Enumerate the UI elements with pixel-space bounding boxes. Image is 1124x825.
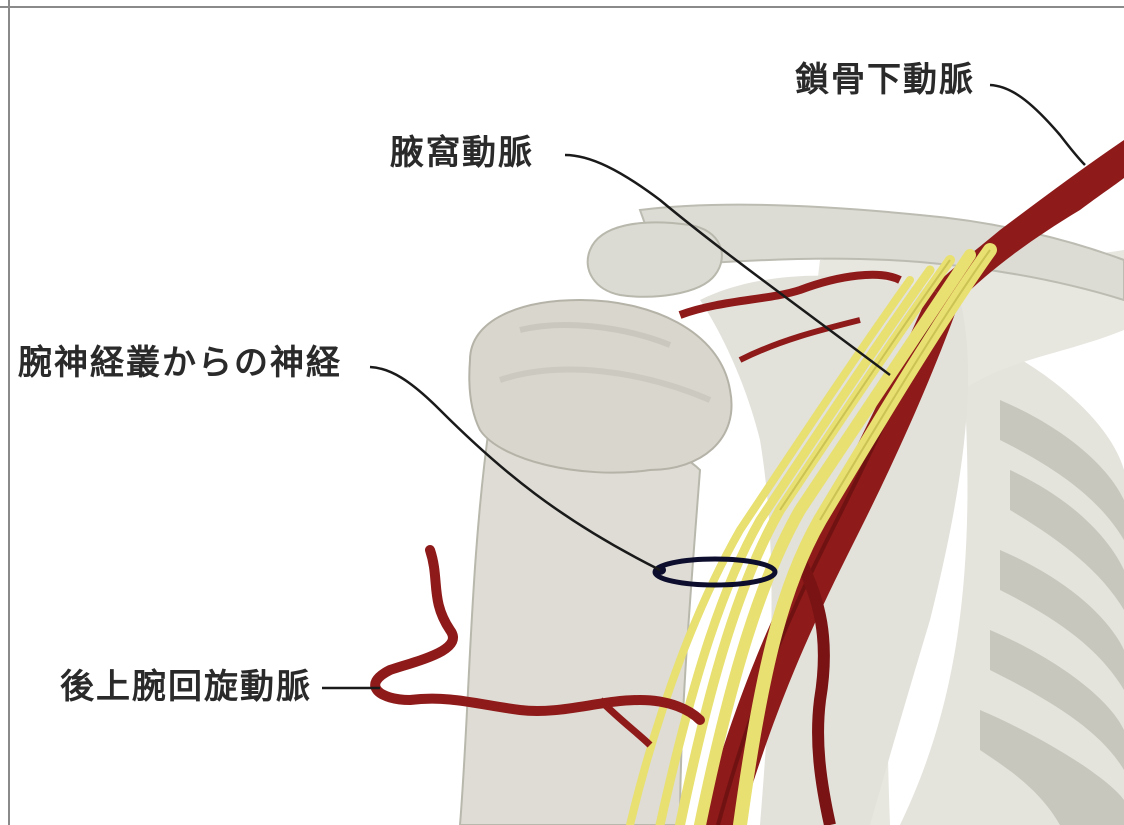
label-posterior-humeral-circumflex-artery: 後上腕回旋動脈 [60,667,312,707]
label-brachial-plexus-nerves: 腕神経叢からの神経 [18,343,342,383]
leader-line-subclavian [990,85,1085,165]
label-subclavian-artery: 鎖骨下動脈 [795,60,975,100]
humerus-shaft [460,420,700,825]
label-axillary-artery: 腋窩動脈 [390,133,534,173]
